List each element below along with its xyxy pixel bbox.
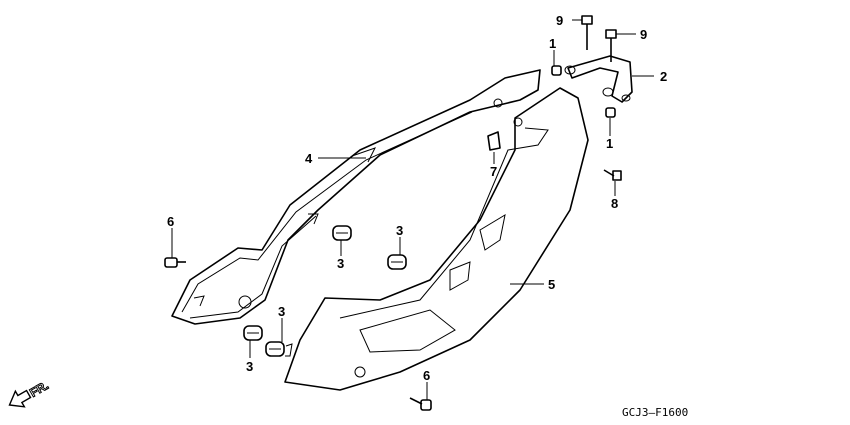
- grommet-part-c: [243, 325, 263, 341]
- grommet-part-b: [387, 254, 407, 270]
- side-cover-part: [284, 87, 589, 391]
- callout-3-a: 3: [337, 256, 344, 271]
- collar-part-upper: [551, 65, 562, 76]
- bolt-part-left: [581, 15, 593, 50]
- clip-part: [487, 131, 501, 151]
- leader-lines: [171, 19, 654, 400]
- screw-part: [603, 169, 622, 181]
- callout-4: 4: [305, 151, 313, 166]
- callout-2: 2: [660, 69, 667, 84]
- grommet-part-d: [265, 341, 293, 357]
- collar-part-lower: [605, 107, 616, 118]
- callout-labels: 9 9 1 2 1 4 7 8 6 3 3 5 3 3 6: [167, 13, 667, 383]
- drawing-code: GCJ3–F1600: [622, 406, 688, 419]
- screw-part-bottom: [409, 397, 432, 411]
- callout-3-c: 3: [278, 304, 285, 319]
- rear-cowl-frame-part: [171, 69, 541, 325]
- callout-1-upper: 1: [549, 36, 556, 51]
- callout-3-b: 3: [396, 223, 403, 238]
- screw-part-upper-left: [164, 257, 186, 268]
- callout-1-lower: 1: [606, 136, 613, 151]
- callout-7: 7: [490, 164, 497, 179]
- callout-5: 5: [548, 277, 555, 292]
- grommet-part-a: [332, 225, 352, 241]
- front-direction-marker: FR.: [8, 378, 52, 408]
- callout-9-left: 9: [556, 13, 563, 28]
- callout-6-upper: 6: [167, 214, 174, 229]
- arrow-left-icon: [8, 389, 32, 408]
- callout-6-bottom: 6: [423, 368, 430, 383]
- callout-3-d: 3: [246, 359, 253, 374]
- callout-8: 8: [611, 196, 618, 211]
- grab-bracket-part: [564, 55, 633, 103]
- callout-9-right: 9: [640, 27, 647, 42]
